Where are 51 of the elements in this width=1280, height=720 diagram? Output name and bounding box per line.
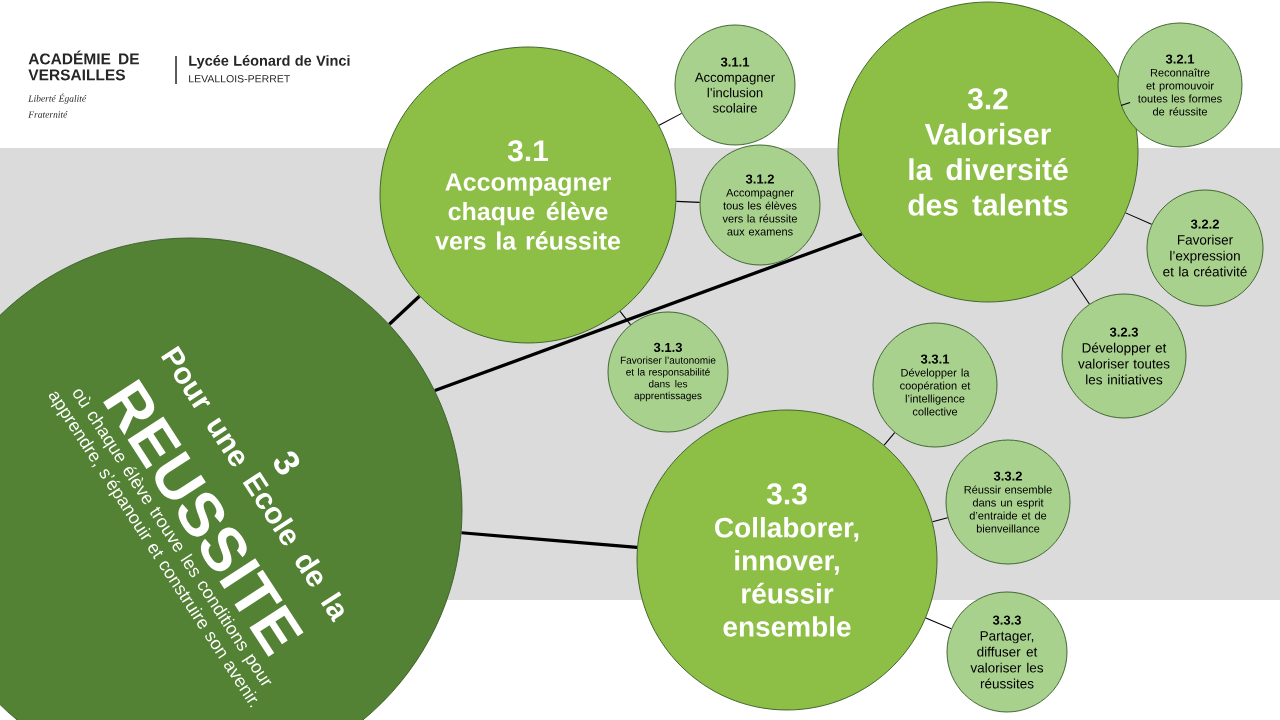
circle-node: [1117, 22, 1243, 148]
institution-name: ACADÉMIE DE VERSAILLES: [28, 50, 139, 81]
circle-label: Accompagner l’inclusion scolaire: [694, 72, 775, 113]
circle-number: 3.3.3: [992, 615, 1021, 625]
circle-label: Développer la coopération et l’intelligence collective: [900, 368, 971, 416]
circle-title: Collaborer, innover, réussir ensemble: [715, 517, 859, 637]
circle-label: Reconnaître et promouvoir toutes les formes de réussite: [1138, 68, 1222, 116]
circle-label: Accompagner tous les élèves vers la réussite aux examens: [722, 188, 797, 236]
circle-number: 3.3.2: [993, 471, 1022, 481]
circle-number: 3.1.3: [653, 342, 682, 353]
connector-line: [1070, 276, 1090, 305]
circle-number: 3.2.3: [1109, 327, 1138, 337]
connector-line: [883, 432, 896, 446]
connector-line: [461, 531, 638, 550]
connector-line: [925, 617, 952, 630]
circle-node: [1146, 189, 1264, 307]
connector-line: [1120, 101, 1131, 107]
circle-label: Favoriser l’autonomie et la responsabilité dans les apprentissages: [620, 356, 716, 402]
circle-node: [699, 144, 821, 266]
connector-line: [932, 517, 949, 523]
circle-node: [674, 24, 796, 146]
school-name: Lycée Léonard de Vinci: [189, 55, 350, 69]
circle-node: [607, 311, 729, 433]
connector-line: [675, 200, 701, 203]
circle-title: Valoriser la diversité des talents: [908, 122, 1068, 216]
circle-number: 3.2.1: [1165, 54, 1195, 64]
circle-label: Développer et valoriser toutes les initiatives: [1078, 342, 1170, 385]
circle-number: 3.1.1: [720, 57, 750, 67]
circle-node: [945, 439, 1071, 565]
circle-node: [946, 591, 1068, 713]
circle-node: [379, 46, 677, 344]
motto-text: Liberté Égalité Fraternité: [28, 93, 87, 118]
circle-number: 3.3: [766, 483, 807, 505]
circle-title: Accompagner chaque élève vers la réussite: [435, 173, 621, 250]
circle-number: 3.1: [507, 140, 549, 162]
circle-number: 3.1.2: [745, 174, 774, 184]
connector-line: [658, 112, 683, 126]
circle-number: 3.3.1: [920, 354, 950, 364]
circle-label: Réussir ensemble dans un esprit d’entraide et de bienveillance: [964, 485, 1052, 533]
circle-node: [872, 322, 998, 448]
circle-node: [837, 1, 1139, 303]
circle-number: 3.2: [967, 88, 1008, 110]
connector-line: [619, 310, 632, 326]
circle-label: Partager, diffuser et valoriser les réussites: [970, 631, 1044, 689]
circle-number: 3.2.2: [1190, 219, 1219, 229]
circle-label: Favoriser l’expression et la créativité: [1163, 234, 1247, 277]
connector-line: [1125, 212, 1153, 225]
school-town: LEVALLOIS-PERRET: [189, 75, 290, 83]
connector-line: [434, 232, 863, 393]
connector-line: [388, 295, 421, 326]
circle-node: [1061, 293, 1187, 419]
